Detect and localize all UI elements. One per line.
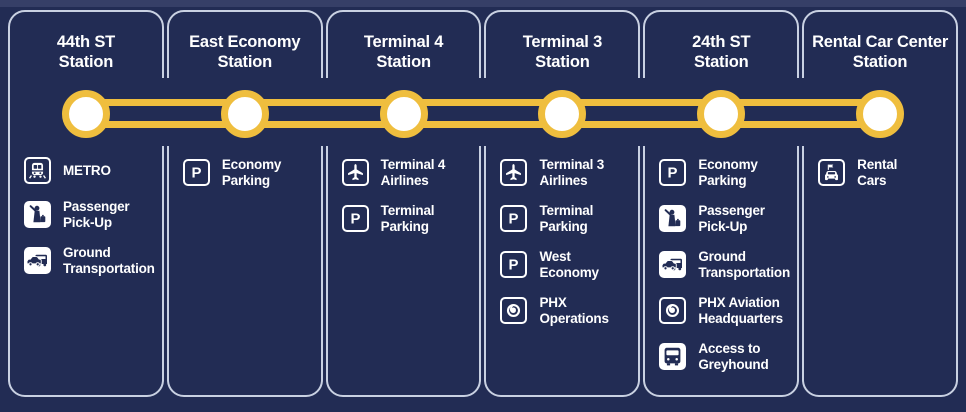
svg-text:P: P — [350, 212, 360, 228]
service-item: Passenger Pick-Up — [24, 199, 159, 230]
station-panel: 44th ST Station METRO Passenger Pick-Up … — [8, 10, 164, 397]
station-title: 24th ST Station — [692, 33, 751, 71]
phx-phoenix-icon — [659, 297, 687, 324]
service-label: Terminal 4 Airlines — [380, 157, 446, 188]
station-title: Rental Car Center Station — [812, 33, 949, 71]
service-list: Rental Cars — [818, 157, 953, 188]
service-label: Ground Transportation — [698, 249, 791, 280]
rental-car-icon — [818, 159, 846, 186]
service-item: Passenger Pick-Up — [659, 203, 794, 234]
service-label: Access to Greyhound — [698, 341, 769, 372]
station-panel: East Economy Station P Economy Parking — [166, 10, 323, 397]
markers-row — [8, 90, 958, 138]
parking-icon: P — [659, 159, 687, 186]
service-label: Terminal Parking — [380, 203, 435, 234]
service-item: P Terminal Parking — [500, 203, 635, 234]
ground-transportation-icon — [24, 247, 51, 274]
station-title: 44th ST Station — [56, 33, 116, 71]
service-item: P West Economy — [500, 249, 635, 280]
service-label: PHX Operations — [539, 295, 609, 326]
service-item: Terminal 3 Airlines — [500, 157, 635, 188]
service-label: West Economy — [539, 249, 599, 280]
marker-cell — [167, 90, 323, 138]
station-marker — [220, 90, 269, 138]
station-marker — [856, 90, 905, 138]
service-item: Rental Cars — [818, 157, 953, 188]
station-marker — [538, 90, 587, 138]
marker-cell — [643, 90, 799, 138]
service-label: Terminal Parking — [539, 203, 594, 234]
service-label: PHX Aviation Headquarters — [698, 295, 783, 326]
passenger-pickup-icon — [24, 201, 51, 228]
service-list: METRO Passenger Pick-Up Ground Transport… — [24, 157, 159, 276]
service-label: Ground Transportation — [63, 245, 155, 276]
station-title: East Economy Station — [189, 33, 301, 71]
station-marker — [379, 90, 428, 138]
service-item: PHX Operations — [500, 295, 635, 326]
station-marker — [61, 90, 110, 138]
service-list: P Economy Parking — [182, 157, 318, 188]
ground-transportation-icon — [659, 251, 687, 278]
top-edge-strip — [0, 0, 966, 7]
service-list: P Economy Parking Passenger Pick-Up Grou… — [659, 157, 794, 372]
airlines-plane-icon — [500, 159, 528, 186]
service-label: Terminal 3 Airlines — [539, 157, 605, 188]
station-panel: Terminal 4 Station Terminal 4 Airlines P… — [325, 10, 482, 397]
service-item: Ground Transportation — [24, 245, 159, 276]
station-panel: Rental Car Center Station Rental Cars — [802, 10, 958, 397]
marker-cell — [802, 90, 958, 138]
svg-text:P: P — [668, 166, 678, 182]
service-label: METRO — [63, 162, 111, 178]
station-panel: 24th ST Station P Economy Parking Passen… — [643, 10, 800, 397]
greyhound-bus-icon — [659, 343, 687, 370]
service-list: Terminal 4 Airlines P Terminal Parking — [341, 157, 477, 234]
svg-text:P: P — [191, 166, 201, 182]
metro-train-icon — [24, 157, 51, 184]
service-list: Terminal 3 Airlines P Terminal Parking P… — [500, 157, 635, 326]
marker-cell — [8, 90, 164, 138]
service-item: P Terminal Parking — [341, 203, 477, 234]
station-title: Terminal 3 Station — [522, 33, 603, 71]
service-item: Ground Transportation — [659, 249, 794, 280]
service-label: Passenger Pick-Up — [63, 199, 130, 230]
service-item: Access to Greyhound — [659, 341, 794, 372]
service-item: PHX Aviation Headquarters — [659, 295, 794, 326]
station-title: Terminal 4 Station — [363, 33, 444, 71]
service-label: Passenger Pick-Up — [698, 203, 765, 234]
rail-line-bottom — [86, 121, 880, 128]
service-label: Economy Parking — [698, 157, 758, 188]
service-item: P Economy Parking — [659, 157, 794, 188]
marker-cell — [484, 90, 640, 138]
parking-icon: P — [500, 205, 528, 232]
svg-text:P: P — [509, 212, 519, 228]
marker-cell — [326, 90, 482, 138]
station-marker — [697, 90, 746, 138]
service-item: Terminal 4 Airlines — [341, 157, 477, 188]
parking-icon: P — [341, 205, 369, 232]
stations-row: 44th ST Station METRO Passenger Pick-Up … — [8, 10, 958, 397]
svg-text:P: P — [509, 258, 519, 274]
station-panel: Terminal 3 Station Terminal 3 Airlines P… — [484, 10, 641, 397]
phx-phoenix-icon — [500, 297, 528, 324]
parking-icon: P — [500, 251, 528, 278]
service-label: Economy Parking — [221, 157, 282, 188]
rail-band-mask — [13, 78, 953, 146]
passenger-pickup-icon — [659, 205, 687, 232]
airlines-plane-icon — [341, 159, 369, 186]
parking-icon: P — [182, 159, 210, 186]
service-item: P Economy Parking — [182, 157, 318, 188]
rail-line-top — [86, 99, 880, 106]
service-label: Rental Cars — [857, 157, 898, 188]
service-item: METRO — [24, 157, 159, 184]
